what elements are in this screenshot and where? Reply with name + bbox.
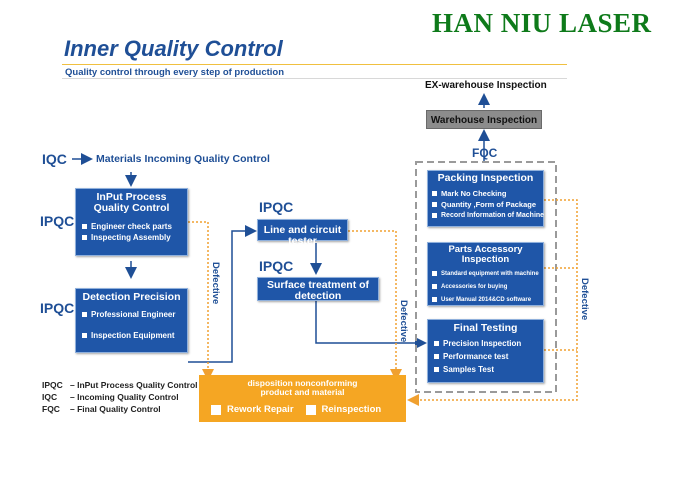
list-item: Mark No Checking <box>432 188 539 199</box>
ipqc-label-mid-bottom: IPQC <box>259 258 294 274</box>
fqc-label: FQC <box>472 146 498 160</box>
disposition-title: disposition nonconforming product and ma… <box>247 378 358 397</box>
defective-loop-middle <box>348 230 402 381</box>
list-item: Accessories for buying <box>432 281 539 294</box>
ipqc-label-mid-top: IPQC <box>259 199 294 215</box>
legend-row-ipqc: IPQC – InPut Process Quality Control <box>42 380 198 390</box>
detection-precision-title: Detection Precision <box>82 291 181 303</box>
defective-loop-right <box>407 199 578 406</box>
arrow-detection-to-line-tester <box>188 225 257 363</box>
arrow-surface-to-final <box>315 300 427 349</box>
brand-logo-text: HAN NIU LASER <box>432 8 652 38</box>
packing-list: Mark No Checking Quantity ,Form of Packa… <box>432 188 544 221</box>
list-item: Performance test <box>434 351 537 362</box>
input-process-box: InPut Process Quality Control Engineer c… <box>75 188 188 256</box>
input-process-list: Engineer check parts Inspecting Assembly <box>82 221 181 243</box>
subtitle-divider <box>62 78 567 79</box>
legend-row-iqc: IQC – Incoming Quality Control <box>42 392 179 402</box>
legend-code: FQC <box>42 404 60 414</box>
page-title: Inner Quality Control <box>64 36 283 61</box>
rework-checkbox <box>211 404 221 415</box>
list-item: Professional Engineer <box>82 309 181 320</box>
title-divider <box>62 64 567 65</box>
list-item: Inspecting Assembly <box>82 232 181 243</box>
list-item: Precision Inspection <box>434 338 537 349</box>
parts-list: Standard equipment with machine Accessor… <box>432 268 539 307</box>
final-list: Precision Inspection Performance test Sa… <box>434 338 537 375</box>
packing-inspection-title: Packing Inspection <box>437 172 534 184</box>
list-item: Standard equipment with machine <box>432 268 539 281</box>
list-item: Record Information of Machine <box>432 210 544 221</box>
parts-accessory-box: Parts Accessory Inspection Standard equi… <box>427 242 544 306</box>
reinspection-label: Reinspection <box>321 404 382 415</box>
defective-label-right: Defective <box>579 278 590 321</box>
defective-label-left: Defective <box>210 262 221 305</box>
disposition-options: Rework Repair Reinspection <box>211 404 381 415</box>
line-circuit-tester-box: Line and circuit tester <box>257 219 348 247</box>
surface-treatment-box: Surface treatment of detection <box>257 277 379 302</box>
legend-code: IQC <box>42 392 58 402</box>
page-subtitle: Quality control through every step of pr… <box>65 67 285 78</box>
legend-desc: – Incoming Quality Control <box>70 392 179 402</box>
final-testing-title: Final Testing <box>453 322 518 334</box>
legend-desc: – InPut Process Quality Control <box>70 380 198 390</box>
list-item: User Manual 2014&CD software <box>432 294 539 307</box>
iqc-label: Materials Incoming Quality Control <box>96 153 270 165</box>
list-item: Samples Test <box>434 364 537 375</box>
defective-label-middle: Defective <box>398 300 409 343</box>
ex-warehouse-label: EX-warehouse Inspection <box>425 80 547 91</box>
list-item: Engineer check parts <box>82 221 181 232</box>
packing-inspection-box: Packing Inspection Mark No Checking Quan… <box>427 170 544 227</box>
fqc-dashed-frame <box>415 161 557 393</box>
defective-loop-left <box>188 221 214 381</box>
warehouse-inspection-box: Warehouse Inspection <box>426 110 542 129</box>
input-process-title: InPut Process Quality Control <box>93 191 170 214</box>
legend-desc: – Final Quality Control <box>70 404 161 414</box>
legend-row-fqc: FQC – Final Quality Control <box>42 404 161 414</box>
disposition-box: disposition nonconforming product and ma… <box>199 375 406 422</box>
legend-code: IPQC <box>42 380 63 390</box>
list-item: Inspection Equipment <box>82 330 181 341</box>
ipqc-label-left-top: IPQC <box>40 213 75 229</box>
detection-precision-list: Professional Engineer Inspection Equipme… <box>82 309 181 341</box>
parts-accessory-title: Parts Accessory Inspection <box>448 244 523 265</box>
ipqc-label-left-bottom: IPQC <box>40 300 75 316</box>
reinspection-checkbox <box>305 404 316 415</box>
list-item: Quantity ,Form of Package <box>432 199 539 210</box>
rework-repair-label: Rework Repair <box>227 404 294 415</box>
final-testing-box: Final Testing Precision Inspection Perfo… <box>427 319 544 383</box>
detection-precision-box: Detection Precision Professional Enginee… <box>75 288 188 353</box>
iqc-code: IQC <box>42 151 67 167</box>
